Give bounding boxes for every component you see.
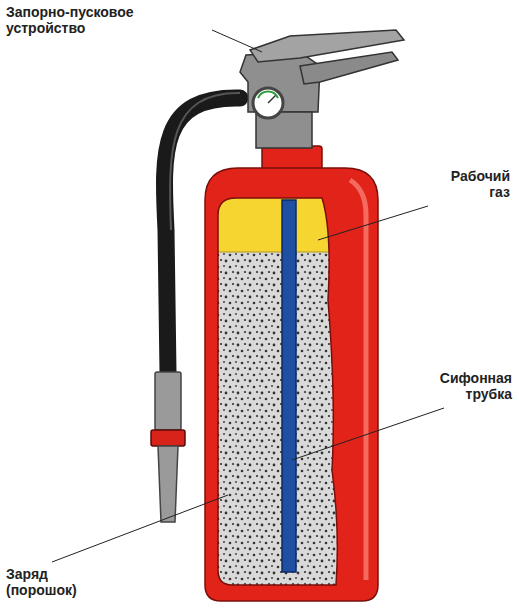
- part-label: Заряд (порошок): [6, 566, 98, 598]
- gauge-needle: [268, 95, 276, 103]
- nozzle-tip: [158, 446, 178, 522]
- part-label: Запорно-пусковое устройство: [6, 4, 156, 36]
- pressure-gauge: [253, 88, 283, 118]
- gauge-scale: [258, 92, 278, 98]
- cutaway-edge: [218, 198, 337, 585]
- leader-lines: [52, 30, 444, 562]
- leader-line: [318, 206, 428, 240]
- part-label: Сифонная трубка: [410, 370, 512, 402]
- bottom-lever: [300, 52, 398, 84]
- part-label: Рабочий газ: [432, 168, 510, 200]
- leader-line: [52, 495, 228, 562]
- body-highlight: [350, 180, 366, 580]
- nozzle-band: [151, 430, 185, 446]
- cylinder-body: [205, 168, 378, 601]
- cutaway: [210, 190, 350, 592]
- leader-line: [212, 30, 262, 52]
- nozzle-grip: [155, 372, 181, 430]
- hose-highlight: [170, 93, 240, 230]
- siphon-tube: [282, 200, 296, 572]
- leader-line: [292, 408, 444, 460]
